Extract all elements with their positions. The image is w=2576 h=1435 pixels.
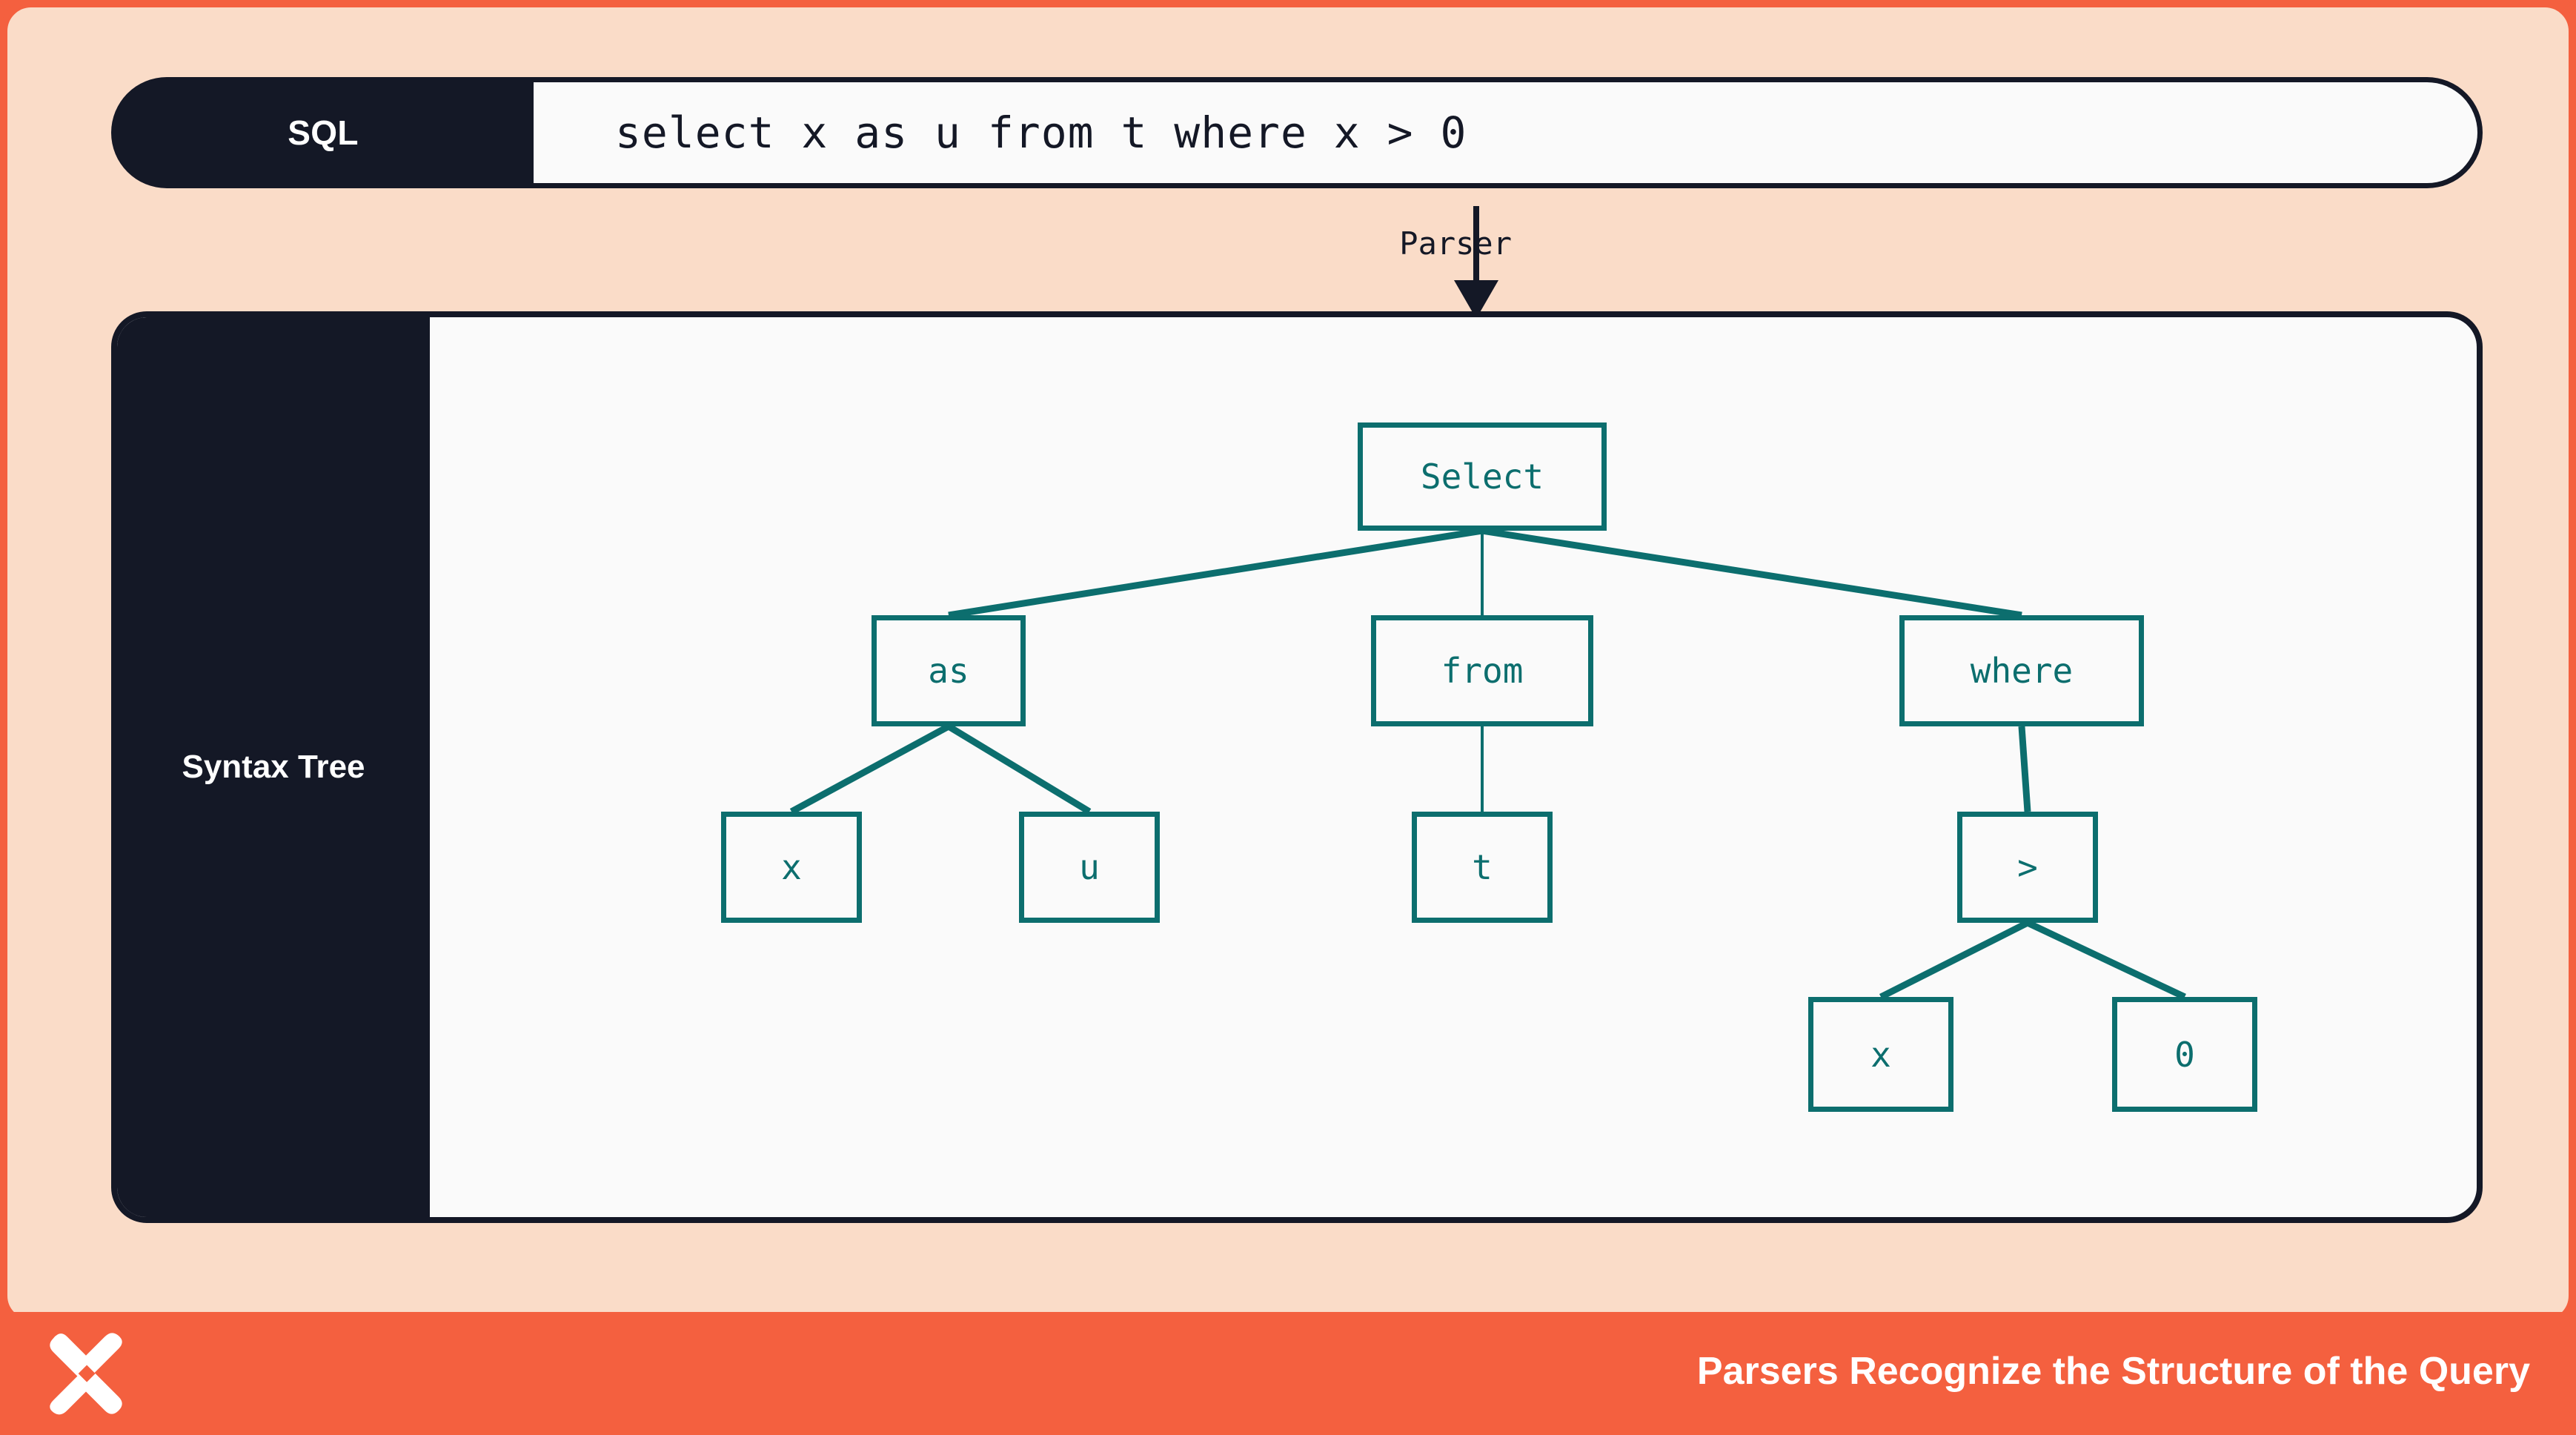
- tree-edge-gt-gt_0: [2026, 919, 2186, 1001]
- tree-node-label: t: [1472, 847, 1493, 887]
- tree-node-gt[interactable]: >: [1957, 812, 2098, 923]
- sql-label-text: SQL: [288, 113, 359, 152]
- tree-edge-select-where: [1481, 527, 2022, 619]
- sql-row-label: SQL: [111, 77, 535, 188]
- tree-node-as[interactable]: as: [872, 615, 1026, 726]
- tree-edge-as-as_u: [946, 723, 1092, 815]
- parser-transform: Parser: [1282, 206, 1682, 319]
- sql-query-text: select x as u from t where x > 0: [615, 107, 1467, 158]
- tree-node-as_x[interactable]: x: [721, 812, 862, 923]
- tree-node-label: x: [781, 847, 802, 887]
- sql-row: SQL select x as u from t where x > 0: [111, 77, 2483, 188]
- syntax-tree-label: Syntax Tree: [182, 749, 365, 785]
- tree-node-select[interactable]: Select: [1358, 422, 1607, 531]
- tree-edge-where-gt: [2018, 726, 2031, 812]
- tree-node-label: 0: [2174, 1034, 2195, 1075]
- syntax-tree-sidebar: Syntax Tree: [117, 317, 430, 1217]
- tree-node-from_t[interactable]: t: [1412, 812, 1553, 923]
- tree-edge-as-as_x: [789, 723, 951, 815]
- footer-bar: Parsers Recognize the Structure of the Q…: [0, 1312, 2576, 1435]
- tree-edge-gt-gt_x: [1879, 919, 2030, 1001]
- syntax-tree-canvas: Select as from where x u t > x 0: [430, 317, 2477, 1217]
- tree-node-as_u[interactable]: u: [1019, 812, 1160, 923]
- tree-node-label: x: [1870, 1034, 1891, 1075]
- content-canvas: SQL select x as u from t where x > 0 Par…: [0, 0, 2576, 1327]
- tree-node-from[interactable]: from: [1371, 615, 1593, 726]
- tree-node-label: as: [928, 651, 969, 691]
- tree-node-gt_0[interactable]: 0: [2112, 997, 2257, 1112]
- tree-node-label: from: [1441, 651, 1524, 691]
- tree-node-label: u: [1079, 847, 1100, 887]
- syntax-tree-panel: Syntax Tree Select as from where x u t > x 0: [111, 311, 2483, 1223]
- tree-node-label: where: [1970, 651, 2074, 691]
- tree-edge-select-as: [948, 527, 1483, 619]
- parser-label: Parser: [1399, 225, 1512, 262]
- arrow-shaft-icon: [1473, 206, 1479, 286]
- tree-node-label: >: [2017, 847, 2038, 887]
- footer-caption: Parsers Recognize the Structure of the Q…: [1696, 1350, 2530, 1393]
- tree-node-gt_x[interactable]: x: [1808, 997, 1953, 1112]
- x-mark-logo-icon: [50, 1333, 122, 1415]
- tree-edge-layer: [789, 527, 2186, 1001]
- tree-node-label: Select: [1420, 457, 1544, 497]
- tree-node-where[interactable]: where: [1899, 615, 2144, 726]
- sql-query-field[interactable]: select x as u from t where x > 0: [534, 77, 2483, 188]
